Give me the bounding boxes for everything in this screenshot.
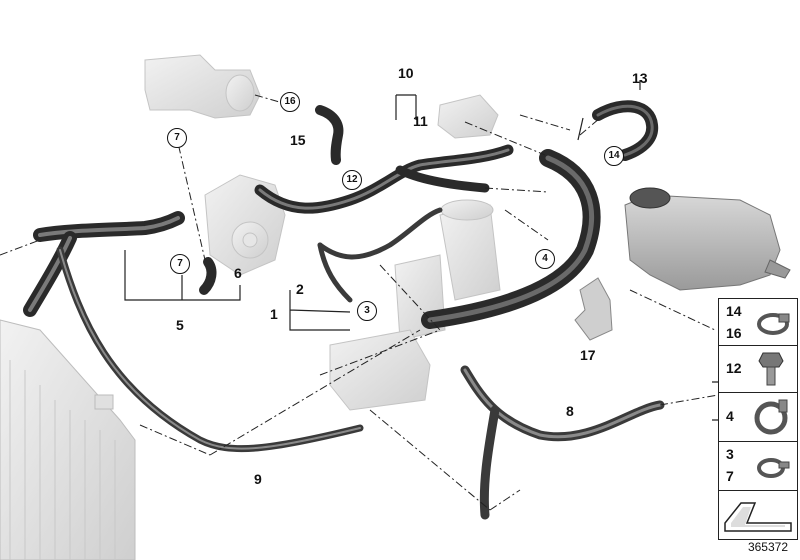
legend-row-spring-clamp: 4: [718, 392, 798, 442]
legend-number-14: 14: [726, 303, 742, 319]
callout-6: 6: [234, 265, 242, 281]
callout-8: 8: [566, 403, 574, 419]
thermostat-housing-ghost: [144, 54, 261, 119]
callout-5: 5: [176, 317, 184, 333]
legend-row-small-clamp: 3 7: [718, 441, 798, 491]
bracket-lines: [124, 80, 718, 421]
callout-13: 13: [632, 70, 648, 86]
image-number: 365372: [747, 540, 788, 554]
bracket: [574, 277, 613, 341]
legend-row-bolt: 12: [718, 345, 798, 393]
arrow-plate-icon: [724, 502, 792, 532]
bolt-icon: [758, 352, 784, 386]
spring-clamp-icon: [754, 399, 788, 435]
radiator: [0, 319, 136, 560]
callout-17: 17: [580, 347, 596, 363]
callout-circled-7-bottom: 7: [170, 254, 190, 274]
callout-15: 15: [290, 132, 306, 148]
callout-2: 2: [296, 281, 304, 297]
callout-9: 9: [254, 471, 262, 487]
callout-circled-12: 12: [342, 170, 362, 190]
legend-number-16: 16: [726, 325, 742, 341]
leader-lines: [0, 94, 719, 511]
callout-circled-14: 14: [604, 146, 624, 166]
water-pump-ghost: [204, 174, 286, 276]
heat-exchanger-ghost: [329, 329, 431, 411]
callout-11: 11: [413, 113, 428, 129]
callout-circled-3: 3: [357, 301, 377, 321]
callout-1: 1: [270, 306, 278, 322]
callout-10: 10: [398, 65, 414, 81]
legend-row-hose-clamp: 14 16: [718, 298, 798, 346]
legend-number-3: 3: [726, 446, 734, 462]
expansion-tank: [624, 187, 791, 291]
legend-number-7: 7: [726, 468, 734, 484]
legend-number-4: 4: [726, 408, 734, 424]
legend-row-arrow-plate: [718, 490, 798, 540]
connector-ghost: [437, 94, 499, 139]
small-clamp-icon: [757, 458, 790, 478]
callout-circled-16: 16: [280, 92, 300, 112]
callout-circled-4: 4: [535, 249, 555, 269]
hose-clamp-icon: [757, 313, 790, 335]
callout-circled-7-top: 7: [167, 128, 187, 148]
legend-number-12: 12: [726, 360, 742, 376]
hoses: [23, 100, 665, 520]
